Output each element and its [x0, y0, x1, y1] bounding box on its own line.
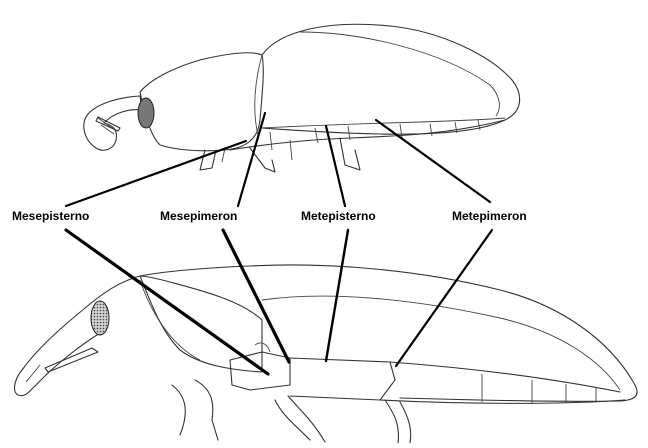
lower-head: [95, 276, 262, 372]
upper-head: [140, 53, 263, 151]
leader-metepisterno-lower: [326, 230, 348, 361]
upper-weevil: [84, 24, 520, 172]
lower-eye: [91, 301, 109, 335]
leader-mesepimeron-upper: [238, 113, 265, 206]
label-metepisterno: Metepisterno: [301, 209, 376, 223]
lower-elytron: [250, 265, 637, 401]
label-mesepimeron: Mesepimeron: [160, 209, 237, 223]
leader-metepimeron-lower: [396, 230, 492, 366]
label-metepimeron: Metepimeron: [452, 209, 527, 223]
leader-mesepimeron-lower: [223, 230, 289, 362]
upper-snout: [84, 96, 142, 150]
leader-mesepisterno-upper: [66, 141, 246, 206]
label-mesepisterno: Mesepisterno: [12, 209, 89, 223]
upper-eye: [138, 98, 154, 128]
leader-lines: [66, 113, 492, 374]
lower-weevil: [15, 265, 638, 443]
